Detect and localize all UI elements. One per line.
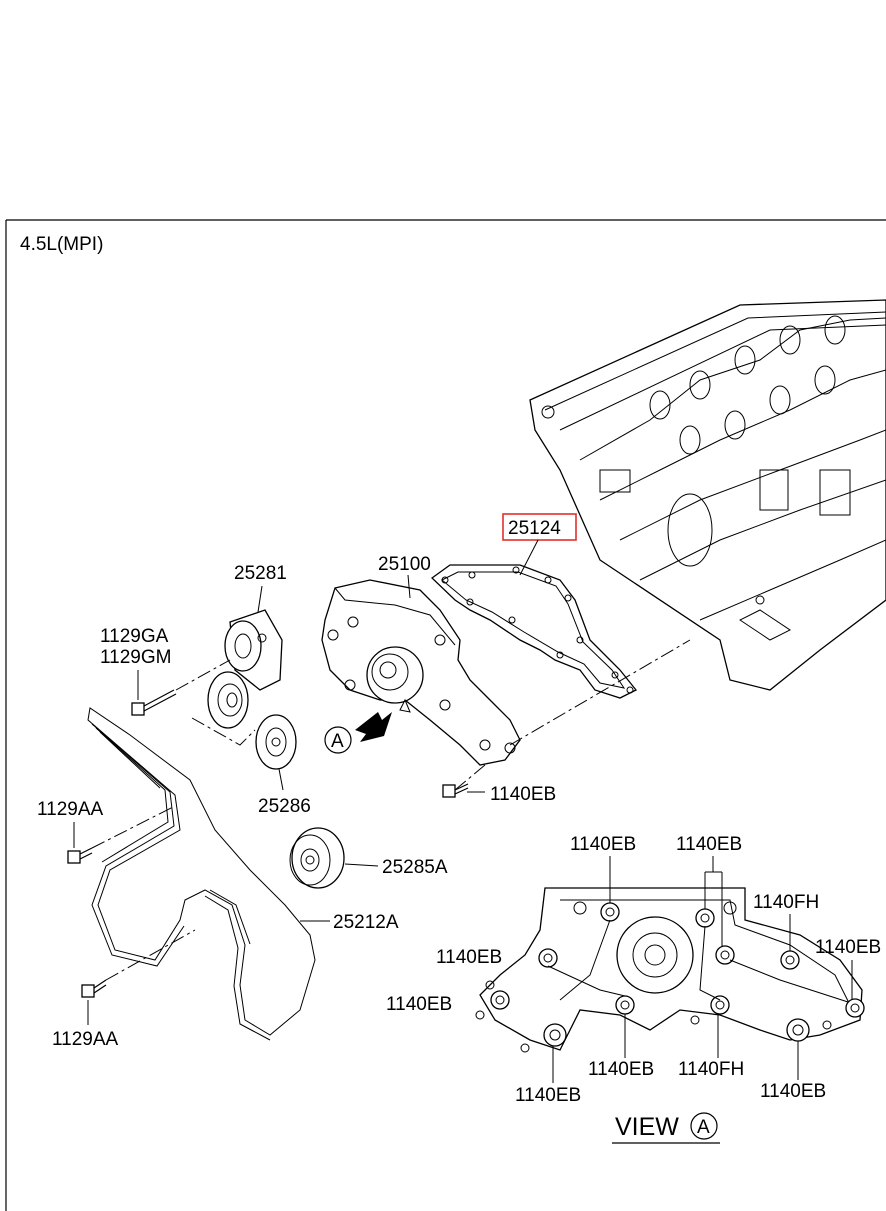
view-a-housing — [475, 887, 865, 1053]
engine-block — [529, 299, 886, 691]
label-25285a: 25285A — [382, 857, 448, 878]
view-label-bottom-left: 1140EB — [515, 1085, 581, 1106]
label-25281: 25281 — [234, 563, 287, 584]
view-a-callouts: 1140EB 1140EB 1140FH 1140EB 1140EB 1140E… — [386, 834, 881, 1106]
view-label-bottom-center: 1140EB — [588, 1059, 654, 1080]
view-label-left-upper: 1140EB — [436, 947, 502, 968]
tensioner-25281 — [207, 609, 283, 729]
label-1140eb-main: 1140EB — [490, 784, 556, 805]
view-label-top-left: 1140EB — [570, 834, 636, 855]
highlight-box — [502, 513, 577, 541]
view-label-bottom-right: 1140EB — [760, 1081, 826, 1102]
view-label-far-right: 1140EB — [815, 937, 881, 958]
gasket-25124 — [430, 564, 638, 699]
view-label-right-upper: 1140FH — [753, 892, 819, 913]
view-a-caption: VIEW A — [612, 1112, 720, 1144]
arrow-letter: A — [331, 731, 344, 752]
pulley-25285a — [289, 827, 345, 889]
label-25286: 25286 — [258, 796, 311, 817]
label-1129ga: 1129GA — [100, 626, 169, 647]
label-25212a: 25212A — [333, 912, 399, 933]
bolt-1140eb — [442, 783, 469, 798]
label-1129aa-bottom: 1129AA — [52, 1029, 119, 1050]
view-label: VIEW — [615, 1113, 679, 1141]
view-label-left-lower: 1140EB — [386, 994, 452, 1015]
label-1129aa-top: 1129AA — [37, 799, 104, 820]
diagram-frame — [5, 219, 886, 1211]
bolt-1129aa-top — [67, 847, 93, 864]
view-label-bottom-mid: 1140FH — [678, 1059, 744, 1080]
label-1129gm: 1129GM — [100, 647, 171, 668]
label-25100: 25100 — [378, 554, 431, 575]
water-pump-25100 — [321, 579, 521, 766]
view-a-arrow: A — [324, 712, 392, 754]
view-letter: A — [697, 1117, 710, 1138]
view-label-top-right: 1140EB — [676, 834, 742, 855]
idler-25286 — [255, 714, 297, 770]
label-25124: 25124 — [508, 518, 561, 539]
belt-25212a — [87, 707, 316, 1041]
engine-label: 4.5L(MPI) — [20, 234, 103, 255]
bolt-1129aa-bottom — [81, 979, 107, 998]
bolt-1129ga — [131, 689, 177, 716]
